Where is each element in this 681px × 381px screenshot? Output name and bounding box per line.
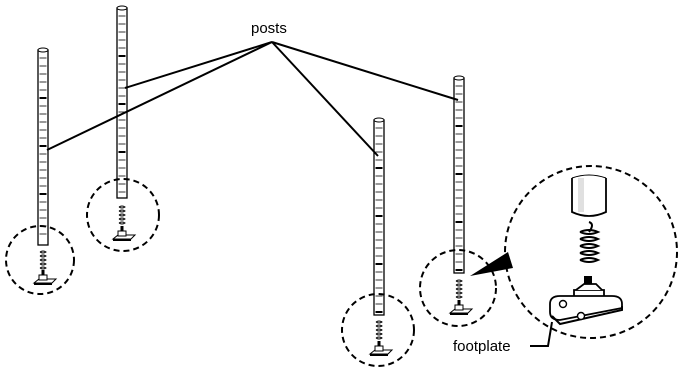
post-2-ticks [118,15,126,193]
post-2 [116,5,128,199]
leveler-2 [112,205,136,242]
post-3 [373,117,385,316]
enlarged-post-end [571,174,607,217]
leveler-4 [449,279,473,316]
footplate-label: footplate [453,338,511,355]
enlarged-detail-circle [504,165,678,339]
detail-circle-4 [419,249,497,327]
detail-circle-1 [5,225,75,295]
detail-circle-2 [86,178,160,252]
posts-label: posts [251,20,287,37]
detail-circle-3 [341,293,415,367]
footplate-icon [549,276,623,326]
post-3-ticks [375,127,383,313]
post-4 [453,75,465,274]
leveler-3 [369,320,393,357]
enlarged-spring [579,221,601,263]
post-4-ticks [455,85,463,271]
callout-arrow [470,252,513,276]
posts-leader-lines [46,41,459,157]
post-1 [37,47,49,246]
leveler-1 [33,250,57,286]
footplate-leader-line [530,321,553,347]
